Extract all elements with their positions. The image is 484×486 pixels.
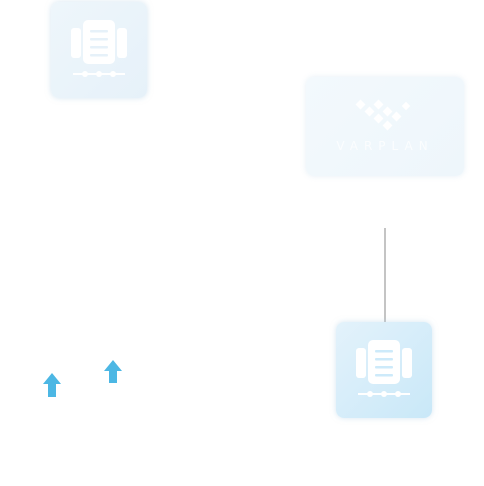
connector-line	[384, 228, 386, 322]
server-node-faded	[51, 2, 147, 98]
arrow-up-icon	[43, 373, 61, 397]
varplan-logo-icon	[355, 99, 411, 131]
server-node-active	[336, 322, 432, 418]
varplan-logo-card: VARPLAN	[306, 77, 464, 176]
varplan-wordmark: VARPLAN	[336, 139, 434, 153]
server-icon	[71, 20, 127, 77]
arrow-up-icon	[104, 360, 122, 383]
server-icon	[356, 340, 412, 397]
